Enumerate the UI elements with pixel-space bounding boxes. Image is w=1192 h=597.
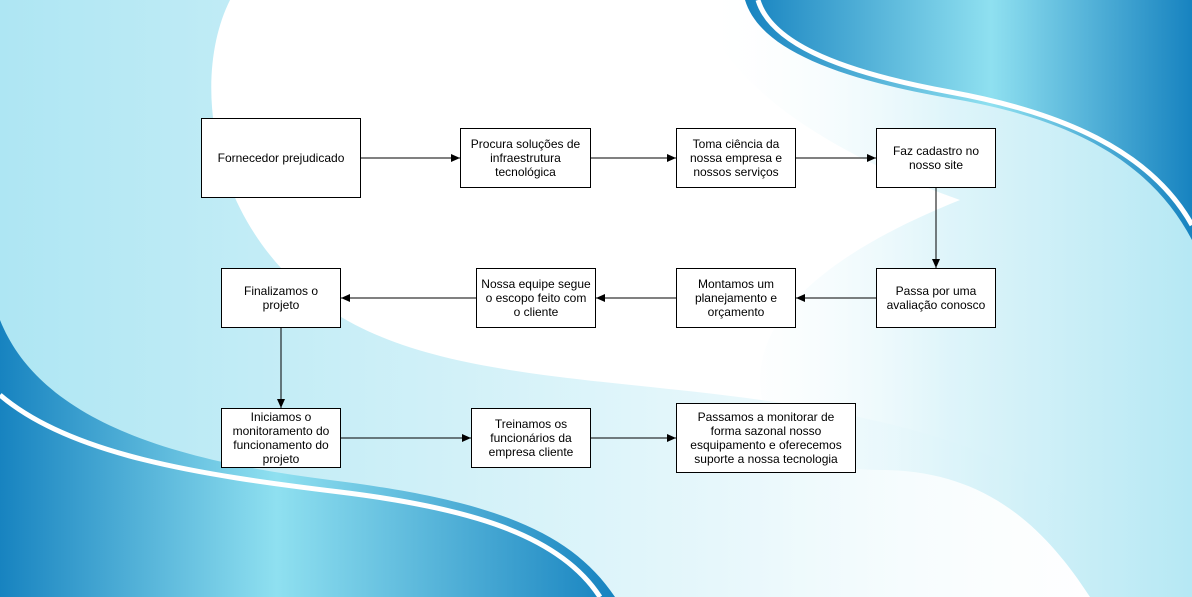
node-montamos-planejamento: Montamos um planejamento e orçamento — [676, 268, 796, 328]
node-faz-cadastro: Faz cadastro no nosso site — [876, 128, 996, 188]
node-procura-solucoes: Procura soluções de infraestrutura tecno… — [460, 128, 591, 188]
wave-white-line-bottom-left — [0, 393, 603, 597]
wave-blue-top-right — [745, 0, 1192, 240]
wave-white-line-top-right — [755, 0, 1192, 227]
node-fornecedor-prejudicado: Fornecedor prejudicado — [201, 118, 361, 198]
node-monitorar-sazonal: Passamos a monitorar de forma sazonal no… — [676, 403, 856, 473]
node-equipe-segue-escopo: Nossa equipe segue o escopo feito com o … — [476, 268, 596, 328]
node-toma-ciencia: Toma ciência da nossa empresa e nossos s… — [676, 128, 796, 188]
node-treinamos-funcionarios: Treinamos os funcionários da empresa cli… — [471, 408, 591, 468]
wave-blue-bottom-left — [0, 320, 615, 597]
node-passa-avaliacao: Passa por uma avaliação conosco — [876, 268, 996, 328]
node-finalizamos-projeto: Finalizamos o projeto — [221, 268, 341, 328]
node-iniciamos-monitoramento: Iniciamos o monitoramento do funcionamen… — [221, 408, 341, 468]
